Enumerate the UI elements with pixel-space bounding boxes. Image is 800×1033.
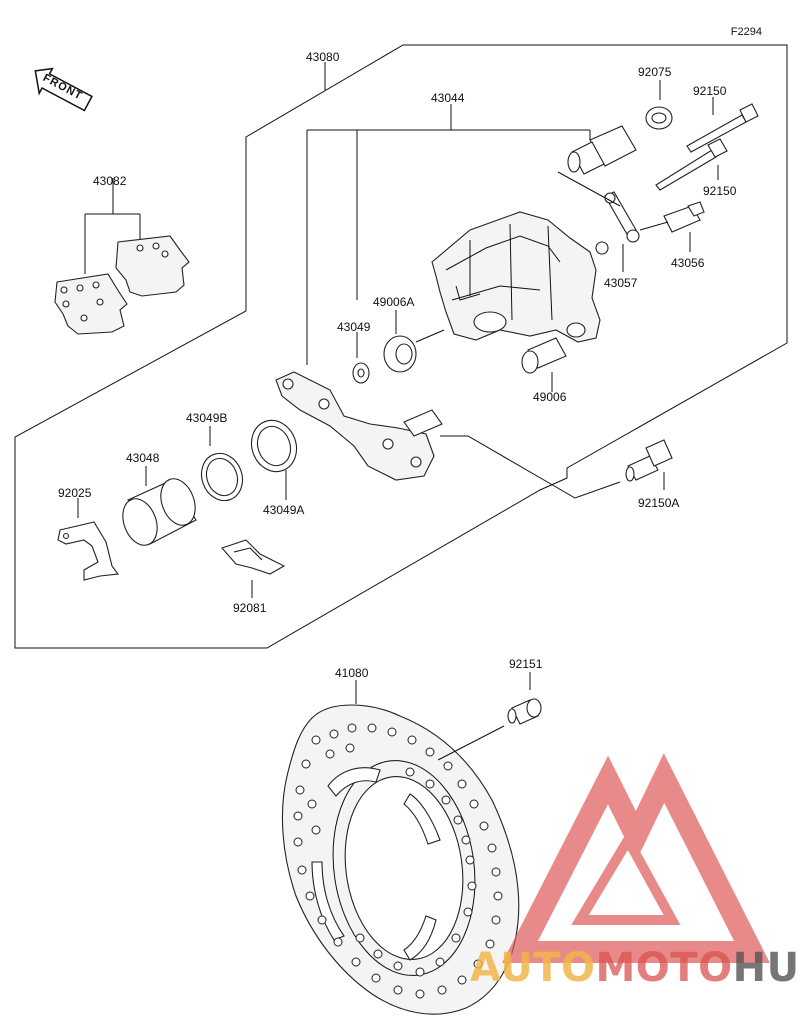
caliper-body-drawing [431, 211, 609, 343]
part-label-92075: 92075 [638, 65, 672, 79]
part-label-92151: 92151 [509, 657, 543, 671]
watermark-logo-icon [502, 753, 770, 963]
part-label-49006A: 49006A [373, 295, 415, 309]
bolt-92150A-drawing [625, 439, 673, 490]
part-label-43056: 43056 [671, 256, 705, 270]
part-label-43048: 43048 [126, 451, 160, 465]
boot-92075-drawing [645, 80, 673, 130]
figure-code: F2294 [730, 26, 762, 38]
spring-92081-drawing [221, 539, 286, 598]
part-label-41080: 41080 [335, 666, 369, 680]
watermark-part-3: HUB [732, 945, 800, 991]
leader-bracket [440, 435, 621, 499]
caliper-bracket-drawing [275, 371, 443, 481]
watermark-part-2: MOTO [595, 945, 733, 991]
part-label-92150-bottom: 92150 [703, 184, 737, 198]
slide-pin-drawing [567, 125, 637, 175]
bolt-92151-drawing [437, 672, 542, 761]
part-label-43049A: 43049A [263, 503, 305, 517]
part-label-43057: 43057 [604, 276, 638, 290]
part-label-43082: 43082 [93, 174, 127, 188]
brake-pads-drawing [54, 178, 190, 335]
part-label-43049: 43049 [337, 320, 371, 334]
part-label-92025: 92025 [58, 486, 92, 500]
watermark-part-1: AUTO [470, 945, 596, 991]
bleed-valve-drawing [639, 201, 705, 252]
seals-piston-drawing [122, 419, 298, 546]
part-label-49006: 49006 [533, 390, 567, 404]
leader-43044 [306, 104, 591, 365]
part-label-92150A: 92150A [638, 496, 680, 510]
bolt-49006-drawing [521, 337, 567, 392]
boot-49006A-drawing [352, 310, 445, 384]
front-arrow-icon [34, 67, 93, 112]
part-label-43080: 43080 [306, 50, 340, 64]
pins-92150-drawing [655, 97, 759, 191]
part-label-43049B: 43049B [186, 411, 228, 425]
disc-holes [293, 723, 503, 999]
part-label-92081: 92081 [233, 601, 267, 615]
link-43057-drawing [557, 171, 640, 272]
part-label-92150-top: 92150 [693, 84, 727, 98]
part-label-43044: 43044 [431, 91, 465, 105]
assembly-outline [14, 44, 788, 649]
spring-92025-drawing [57, 498, 120, 581]
watermark-text: AUTOMOTOHUB [470, 945, 800, 991]
